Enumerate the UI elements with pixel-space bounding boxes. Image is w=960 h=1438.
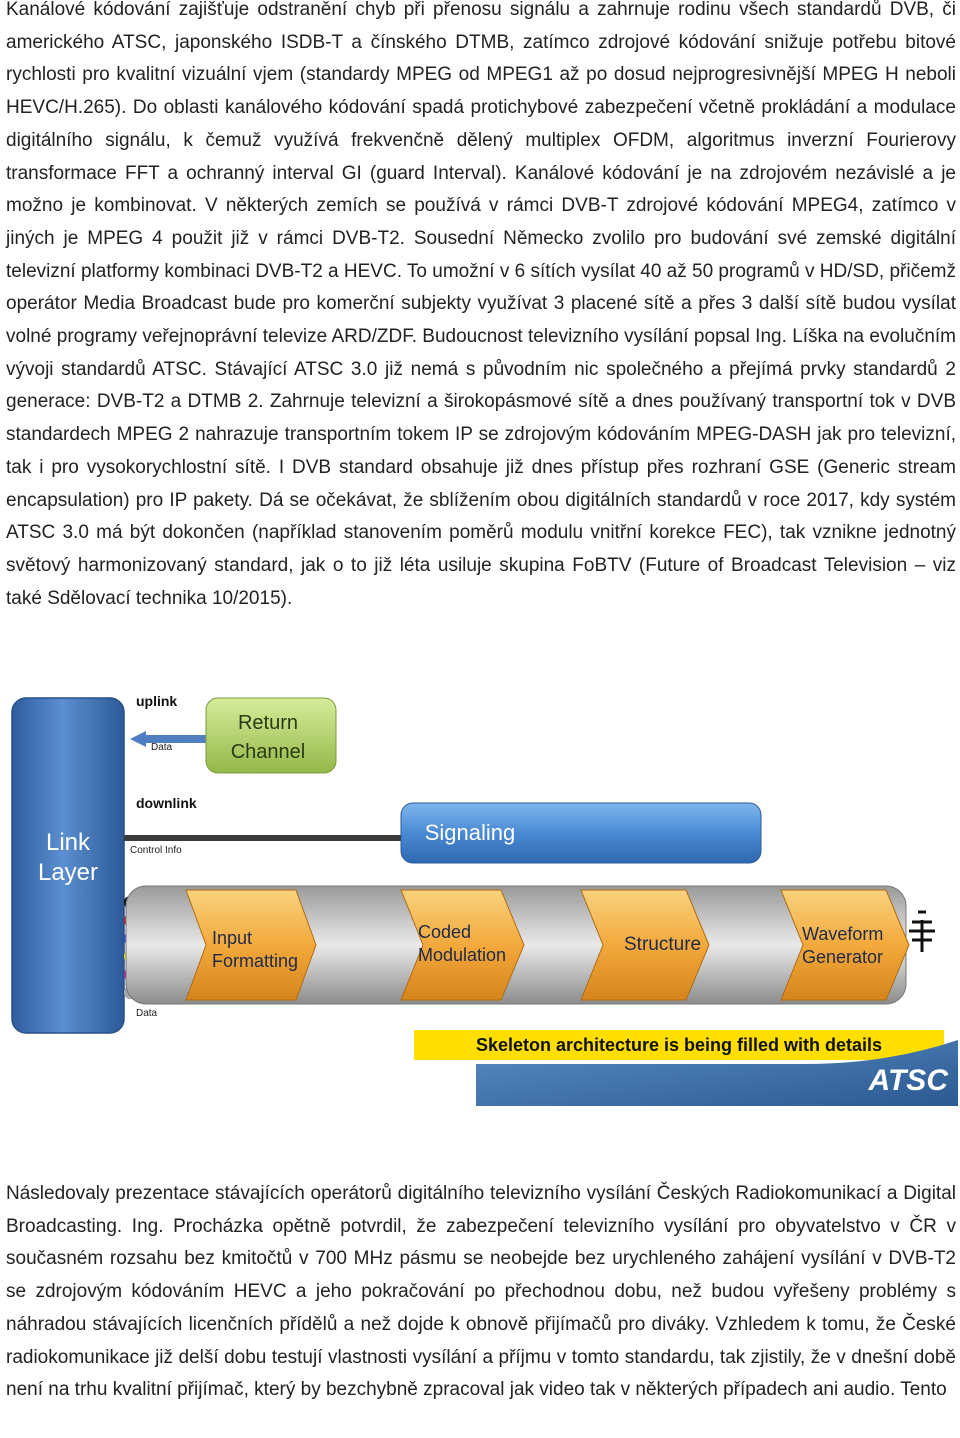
signaling-block [400, 802, 762, 864]
waveform-generator-label-1: Waveform [802, 924, 883, 944]
atsc-logo-text: ATSC [868, 1064, 950, 1097]
antenna-icon [909, 910, 935, 952]
skeleton-banner-text: Skeleton architecture is being filled wi… [476, 1035, 882, 1055]
atsc-architecture-figure: Link Layer uplink Data Return Channel do… [6, 690, 958, 1106]
link-layer-label-2: Layer [38, 859, 98, 886]
paragraph-1-part-2: Do oblasti kanálového kódování spadá pro… [6, 97, 956, 184]
uplink-arrow [130, 731, 213, 747]
control-info-arrow [124, 829, 418, 847]
structure-label: Structure [624, 934, 701, 955]
return-channel-label-2: Channel [231, 741, 306, 763]
atsc-architecture-diagram: Link Layer uplink Data Return Channel do… [6, 690, 958, 1106]
structure-block [580, 889, 710, 1001]
input-formatting-block [185, 889, 317, 1001]
control-info-label: Control Info [130, 845, 182, 856]
waveform-generator-block [780, 889, 910, 1001]
downlink-label: downlink [136, 795, 197, 811]
data-label-top: Data [151, 742, 173, 753]
signaling-label: Signaling [425, 820, 516, 845]
data-label-bottom: Data [136, 1008, 158, 1019]
coded-modulation-block [400, 889, 525, 1001]
input-formatting-label-1: Input [212, 928, 252, 948]
uplink-label: uplink [136, 693, 177, 709]
paragraph-1-part-1: Kanálové kódování zajišťuje odstranění c… [6, 0, 956, 119]
atsc-logo: ATSC [476, 1040, 958, 1106]
link-layer-block [11, 697, 125, 1034]
waveform-generator-label-2: Generator [802, 947, 883, 967]
skeleton-banner [414, 1030, 944, 1060]
link-layer-label-1: Link [46, 829, 91, 856]
body-paragraph-1: Kanálové kódování zajišťuje odstranění c… [6, 0, 956, 615]
coded-modulation-label-2: Modulation [418, 945, 506, 965]
body-paragraph-2: Následovaly prezentace stávajících operá… [6, 1183, 956, 1401]
input-formatting-label-2: Formatting [212, 951, 298, 971]
paragraph-1-part-3: Kanálové kódování je na zdrojovém nezávi… [6, 162, 956, 609]
return-channel-label-1: Return [238, 712, 298, 734]
return-channel-block [205, 697, 337, 774]
coded-modulation-label-1: Coded [418, 922, 471, 942]
atsc-logo-swoosh [476, 1040, 958, 1106]
